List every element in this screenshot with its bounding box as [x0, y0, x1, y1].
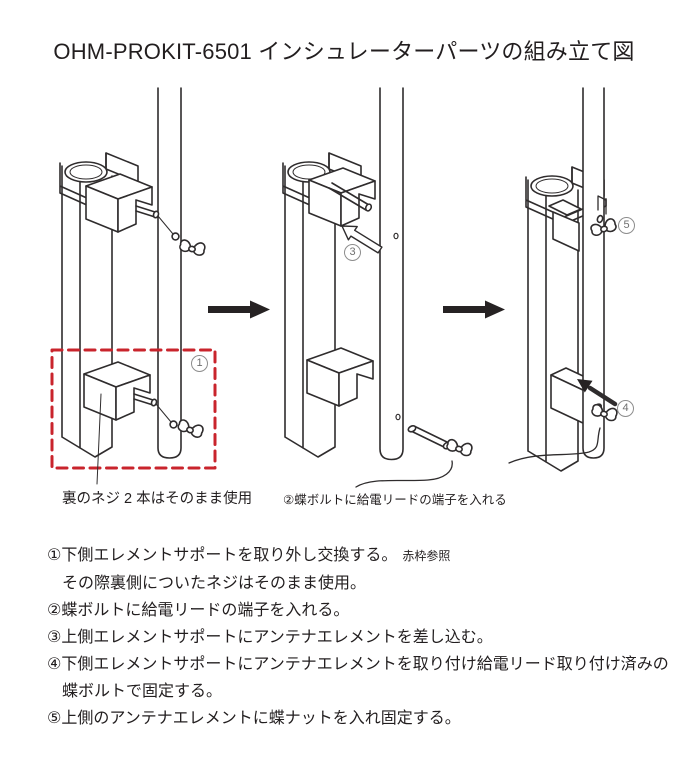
instruction-line-3: ②蝶ボルトに給電リードの端子を入れる。 — [47, 597, 677, 624]
instruction-list: ①下側エレメントサポートを取り外し交換する。赤枠参照 その際裏側についたネジはそ… — [47, 542, 677, 732]
next-step-arrow-1 — [208, 300, 270, 319]
instruction-line-5: ④下側エレメントサポートにアンテナエレメントを取り付け給電リード取り付け済みの — [47, 651, 677, 678]
step-marker-3: 3 — [344, 244, 361, 261]
instruction-line-1: ①下側エレメントサポートを取り外し交換する。赤枠参照 — [47, 542, 677, 570]
feed-lead-wire — [355, 460, 453, 488]
instruction-text: ③上側エレメントサポートにアンテナエレメントを差し込む。 — [47, 629, 493, 646]
wing-nut-upper — [178, 238, 207, 257]
lower-element-support — [306, 347, 374, 407]
instruction-text: ①下側エレメントサポートを取り外し交換する。 — [47, 547, 398, 564]
instruction-text: その際裏側についたネジはそのまま使用。 — [62, 575, 367, 592]
caption-rear-screws: 裏のネジ 2 本はそのまま使用 — [62, 491, 253, 507]
antenna-element-pipe — [157, 87, 182, 459]
instruction-text: 蝶ボルトで固定する。 — [62, 683, 223, 700]
antenna-element-pipe — [582, 87, 605, 459]
step-marker-5: 5 — [618, 217, 635, 234]
next-step-arrow-2 — [443, 300, 505, 319]
insert-direction-arrow — [341, 225, 383, 254]
caption-leader-line — [96, 393, 102, 485]
instruction-text: ④下側エレメントサポートにアンテナエレメントを取り付け給電リード取り付け済みの — [47, 656, 669, 673]
wing-nut — [445, 437, 474, 458]
diagram-step2-insert-element — [282, 87, 474, 488]
step-marker-4: 4 — [617, 400, 634, 417]
red-highlight-box — [50, 348, 217, 470]
upper-element-support — [308, 167, 376, 227]
feed-lead-wire — [508, 427, 601, 464]
instruction-line-6: 蝶ボルトで固定する。 — [47, 678, 677, 705]
step-marker-1: 1 — [191, 355, 208, 372]
instruction-text: ②蝶ボルトに給電リードの端子を入れる。 — [47, 602, 350, 619]
fix-direction-arrow — [577, 379, 618, 407]
instruction-line-4: ③上側エレメントサポートにアンテナエレメントを差し込む。 — [47, 624, 677, 651]
instruction-note-red-box: 赤枠参照 — [402, 549, 451, 563]
upper-element-support — [548, 199, 582, 252]
instruction-line-2: その際裏側についたネジはそのまま使用。 — [47, 570, 677, 597]
instruction-line-7: ⑤上側のアンテナエレメントに蝶ナットを入れ固定する。 — [47, 705, 677, 732]
caption-wing-bolt-lead: ②蝶ボルトに給電リードの端子を入れる — [283, 493, 507, 507]
top-wing-nut-assembly — [596, 195, 607, 224]
diagram-step1-current-state — [50, 87, 217, 485]
wing-bolt-with-lead — [407, 425, 453, 450]
page-title: OHM-PROKIT-6501 インシュレーターパーツの組み立て図 — [53, 39, 635, 64]
element-rod — [328, 182, 373, 212]
antenna-element-pipe — [379, 87, 404, 461]
diagram-step3-assembled — [508, 87, 619, 472]
instruction-text: ⑤上側のアンテナエレメントに蝶ナットを入れ固定する。 — [47, 710, 461, 727]
